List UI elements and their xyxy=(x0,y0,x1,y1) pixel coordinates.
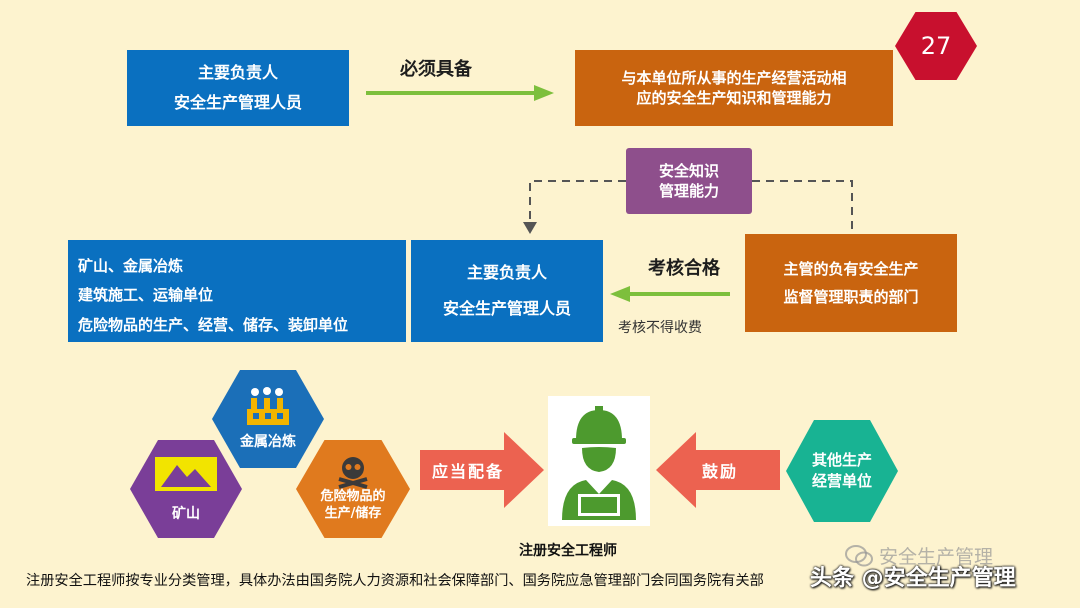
arrow-left-label: 应当配备 xyxy=(432,462,505,481)
toutiao-watermark: 头条 @安全生产管理 xyxy=(810,566,1016,591)
green-arrow-left xyxy=(610,286,730,302)
factory-icon xyxy=(247,387,289,425)
green-arrow-right xyxy=(366,85,554,101)
wechat-watermark-text: 安全生产管理 xyxy=(879,546,994,568)
dept-box: 主管的负有安全生产 监督管理职责的部门 xyxy=(745,234,957,332)
red-arrow-right xyxy=(420,432,544,508)
knowledge-box: 安全知识 管理能力 xyxy=(626,148,752,214)
hex-other-line2: 经营单位 xyxy=(811,472,872,490)
hex-danger-line1: 危险物品的 xyxy=(320,489,386,505)
dept-line2: 监督管理职责的部门 xyxy=(783,288,919,306)
dept-line1: 主管的负有安全生产 xyxy=(783,259,919,278)
must-have-label: 必须具备 xyxy=(400,59,472,80)
hex-mine-label: 矿山 xyxy=(172,506,200,522)
hex-metal-label: 金属冶炼 xyxy=(240,434,296,450)
hex-other-line1: 其他生产 xyxy=(811,451,872,469)
mountain-icon xyxy=(155,457,217,491)
exam-pass-label: 考核合格 xyxy=(648,258,720,279)
industry-item: 矿山、金属冶炼 xyxy=(78,257,184,275)
top-left-box: 主要负责人 安全生产管理人员 xyxy=(127,50,349,126)
wechat-watermark: 安全生产管理 xyxy=(845,542,993,569)
center-line1: 主要负责人 xyxy=(466,263,547,283)
top-right-line1: 与本单位所从事的生产经营活动相 xyxy=(621,68,847,87)
arrow-right-label: 鼓励 xyxy=(702,462,739,481)
industry-item: 危险物品的生产、经营、储存、装卸单位 xyxy=(78,315,349,334)
top-right-box: 与本单位所从事的生产经营活动相 应的安全生产知识和管理能力 xyxy=(575,50,893,126)
top-left-line2: 安全生产管理人员 xyxy=(173,93,302,112)
top-left-line1: 主要负责人 xyxy=(197,63,278,83)
hex-other: 其他生产 经营单位 xyxy=(786,420,898,522)
engineer-icon xyxy=(562,406,636,520)
industry-item: 建筑施工、运输单位 xyxy=(78,286,214,305)
engineer-caption: 注册安全工程师 xyxy=(519,543,617,559)
skull-icon xyxy=(338,457,368,490)
knowledge-line2: 管理能力 xyxy=(658,182,719,200)
knowledge-line1: 安全知识 xyxy=(658,161,719,180)
page-number-badge: 27 xyxy=(895,12,977,80)
footer-text: 注册安全工程师按专业分类管理，具体办法由国务院人力资源和社会保障部门、国务院应急… xyxy=(26,573,764,589)
page-number: 27 xyxy=(920,32,952,60)
hex-danger-line2: 生产/储存 xyxy=(324,506,382,521)
red-arrow-left xyxy=(656,432,780,508)
center-box: 主要负责人 安全生产管理人员 xyxy=(411,240,603,342)
center-line2: 安全生产管理人员 xyxy=(442,299,571,318)
engineer-image xyxy=(548,396,650,526)
industries-box: 矿山、金属冶炼 建筑施工、运输单位 危险物品的生产、经营、储存、装卸单位 xyxy=(68,240,406,342)
wechat-icon xyxy=(845,544,873,566)
top-right-line2: 应的安全生产知识和管理能力 xyxy=(636,89,832,107)
exam-note: 考核不得收费 xyxy=(618,320,702,336)
